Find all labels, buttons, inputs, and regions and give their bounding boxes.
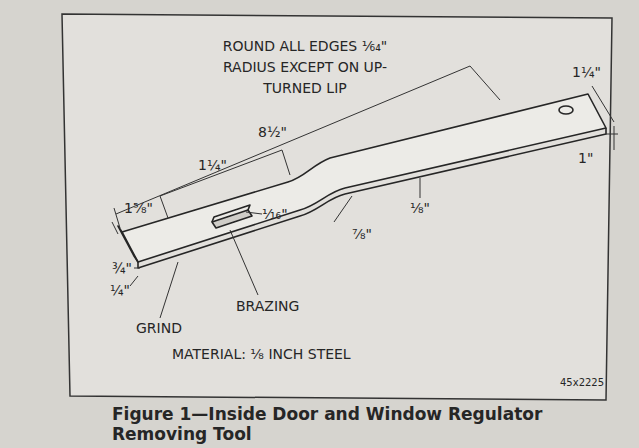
dimension: 1¼" [572,64,601,81]
dimension: 1" [578,150,593,167]
dimension: ⅛" [410,200,430,217]
part-label: GRIND [136,320,182,337]
dimension: ¾" [112,260,132,277]
figure-number: 45x2225 [560,374,604,391]
material-note: MATERIAL: ⅛ INCH STEEL [172,346,351,363]
part-label: BRAZING [236,298,299,315]
dimension: 8½" [258,124,287,141]
figure-caption: Figure 1—Inside Door and Window Regulato… [112,404,552,444]
dimension: 1⅝" [124,200,153,217]
edge-note: ROUND ALL EDGES ¹⁄₆₄" RADIUS EXCEPT ON U… [212,36,398,99]
dimension: ¹⁄₁₆" [262,206,288,223]
dimension: ¼" [110,282,130,299]
dimension: ⅞" [352,226,372,243]
dimension: 1¼" [198,157,227,174]
